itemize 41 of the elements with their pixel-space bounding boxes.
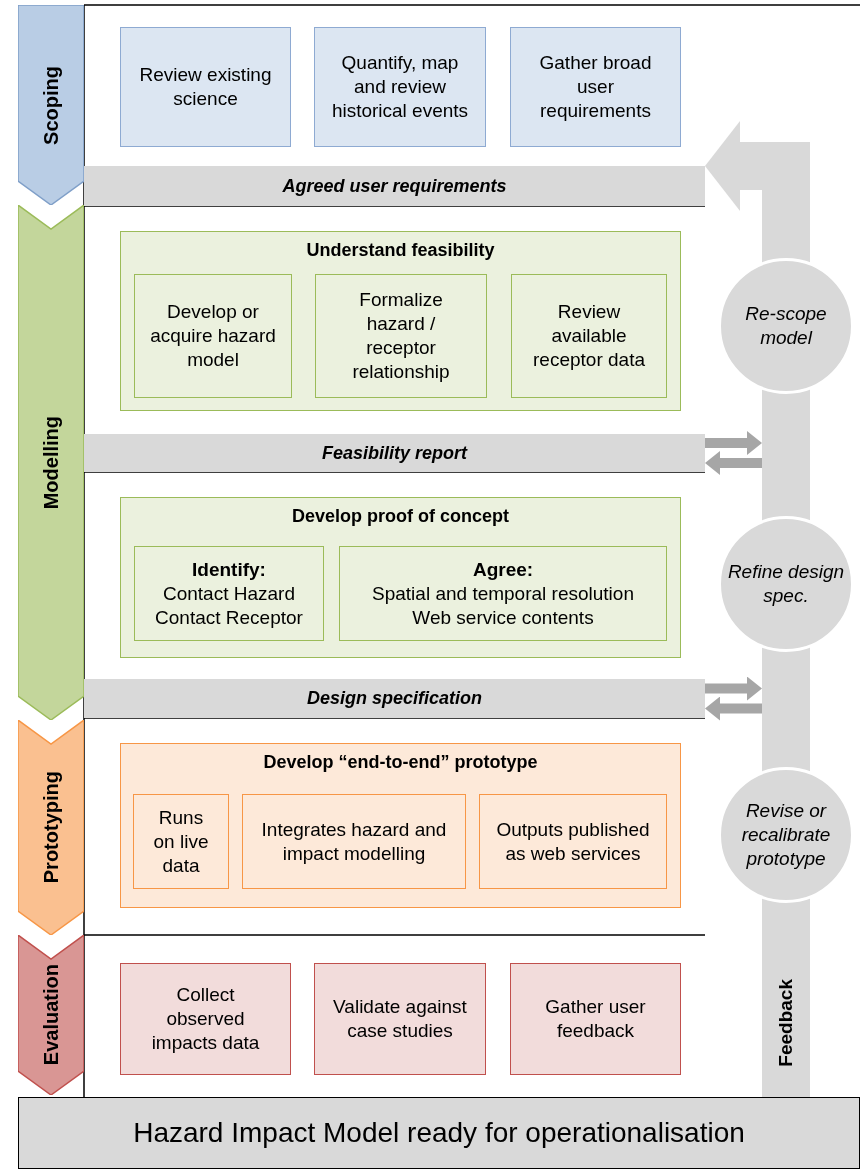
group-box xyxy=(120,231,681,411)
process-box: Gather broad user requirements xyxy=(510,27,681,147)
result-bar: Hazard Impact Model ready for operationalisation xyxy=(18,1097,860,1169)
process-box: Gather user feedback xyxy=(510,963,681,1075)
process-box: Collect observed impacts data xyxy=(120,963,291,1075)
process-box: Outputs published as web services xyxy=(479,794,667,889)
box-heading: Agree: xyxy=(472,557,534,582)
process-box xyxy=(339,546,667,641)
process-box: Formalize hazard / receptor relationship xyxy=(315,274,487,398)
milestone-band: Agreed user requirements xyxy=(84,166,705,206)
milestone-band: Feasibility report xyxy=(84,434,705,472)
process-box: Integrates hazard and impact modelling xyxy=(242,794,466,889)
phase-label: Scoping xyxy=(39,65,63,145)
loop-circle: Revise or recalibrate prototype xyxy=(718,767,854,903)
process-box: Runs on live data xyxy=(133,794,229,889)
process-box: Quantify, map and review historical events xyxy=(314,27,486,147)
phase-label: Modelling xyxy=(39,415,63,510)
loop-circle: Refine design spec. xyxy=(718,516,854,652)
arrow xyxy=(705,676,762,701)
loop-circle: Re-scope model xyxy=(718,258,854,394)
group-heading: Understand feasibility xyxy=(306,240,495,261)
group-box xyxy=(120,497,681,658)
group-box xyxy=(120,743,681,908)
process-box: Develop or acquire hazard model xyxy=(134,274,292,398)
arrow xyxy=(705,121,810,216)
bar-label: Feedback xyxy=(775,979,797,1067)
box-text: Contact Hazard Contact Receptor xyxy=(154,581,304,630)
group-heading: Develop proof of concept xyxy=(292,506,509,527)
phase-label: Evaluation xyxy=(39,964,63,1066)
phase-label: Prototyping xyxy=(39,771,63,884)
process-box: Validate against case studies xyxy=(314,963,486,1075)
process-box xyxy=(134,546,324,641)
process-box: Review available receptor data xyxy=(511,274,667,398)
box-text: Spatial and temporal resolution Web service contents xyxy=(371,581,635,630)
milestone-band: Design specification xyxy=(84,679,705,718)
arrow xyxy=(705,431,762,455)
arrow xyxy=(705,451,762,475)
group-heading: Develop “end-to-end” prototype xyxy=(263,752,538,773)
box-heading: Identify: xyxy=(192,557,266,582)
process-box: Review existing science xyxy=(120,27,291,147)
arrow xyxy=(705,696,762,721)
